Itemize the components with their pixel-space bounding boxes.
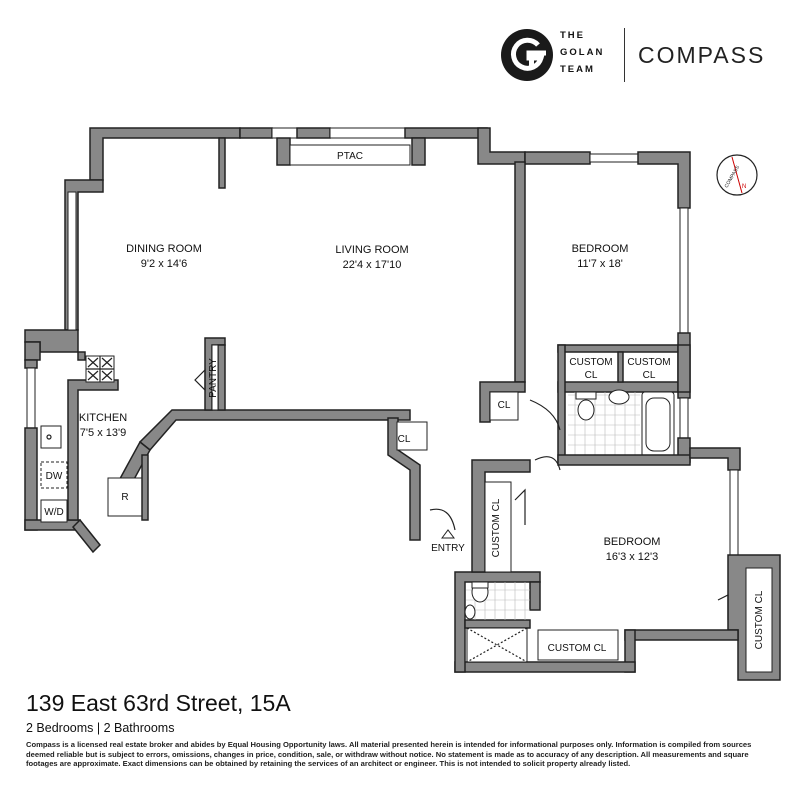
bedroom-2-dims: 16'3 x 12'3 <box>606 551 659 563</box>
legal-disclaimer: Compass is a licensed real estate broker… <box>26 740 752 769</box>
custom-closet-bottom-label: CUSTOM CL <box>548 643 607 654</box>
bedroom-2-name: BEDROOM <box>604 536 661 548</box>
custom-closet-a-line1: CUSTOM <box>569 357 612 368</box>
ptac-label: PTAC <box>337 151 363 162</box>
living-room-name: LIVING ROOM <box>335 244 408 256</box>
logo-divider <box>624 28 625 82</box>
team-line-2: GOLAN <box>560 47 605 58</box>
bathroom-2-tiles <box>466 582 530 620</box>
entry-label: ENTRY <box>431 543 465 554</box>
team-line-3: TEAM <box>560 64 595 75</box>
refrigerator-label: R <box>121 492 128 503</box>
fixture-labels: PTAC PANTRY CUSTOM CL CUSTOM CL CL CL DW… <box>44 151 765 654</box>
closet-bedroom-label: CL <box>498 400 511 411</box>
bathroom-1-tiles <box>568 392 640 460</box>
listing-address: 139 East 63rd Street, 15A <box>26 690 291 716</box>
walls <box>24 127 781 681</box>
bedroom-1-name: BEDROOM <box>572 243 629 255</box>
custom-closet-right-label: CUSTOM CL <box>754 590 765 649</box>
closet-entry-label: CL <box>398 434 411 445</box>
custom-closet-b-line1: CUSTOM <box>627 357 670 368</box>
custom-closet-a-line2: CL <box>585 370 598 381</box>
living-room-dims: 22'4 x 17'10 <box>343 259 402 271</box>
dining-room-name: DINING ROOM <box>126 243 202 255</box>
room-labels: DINING ROOM 9'2 x 14'6 LIVING ROOM 22'4 … <box>79 243 661 563</box>
golan-team-logo-icon <box>501 29 553 81</box>
dishwasher-label: DW <box>46 471 63 482</box>
custom-closet-b-line2: CL <box>643 370 656 381</box>
dining-room-dims: 9'2 x 14'6 <box>141 258 187 270</box>
listing-summary: 2 Bedrooms | 2 Bathrooms <box>26 721 175 735</box>
pantry-label: PANTRY <box>208 358 219 398</box>
washer-dryer-label: W/D <box>44 507 63 518</box>
custom-closet-vertical-label: CUSTOM CL <box>491 498 502 557</box>
kitchen-dims: 7'5 x 13'9 <box>80 427 126 439</box>
kitchen-name: KITCHEN <box>79 412 127 424</box>
team-line-1: THE <box>560 30 585 41</box>
compass-rose: COMPASS N <box>716 154 758 196</box>
bedroom-1-dims: 11'7 x 18' <box>577 258 623 270</box>
brokerage-name: COMPASS <box>638 42 766 68</box>
brand-logo: THE GOLAN TEAM COMPASS <box>500 24 770 84</box>
team-name: THE GOLAN TEAM <box>560 27 604 78</box>
north-indicator: N <box>742 184 746 190</box>
